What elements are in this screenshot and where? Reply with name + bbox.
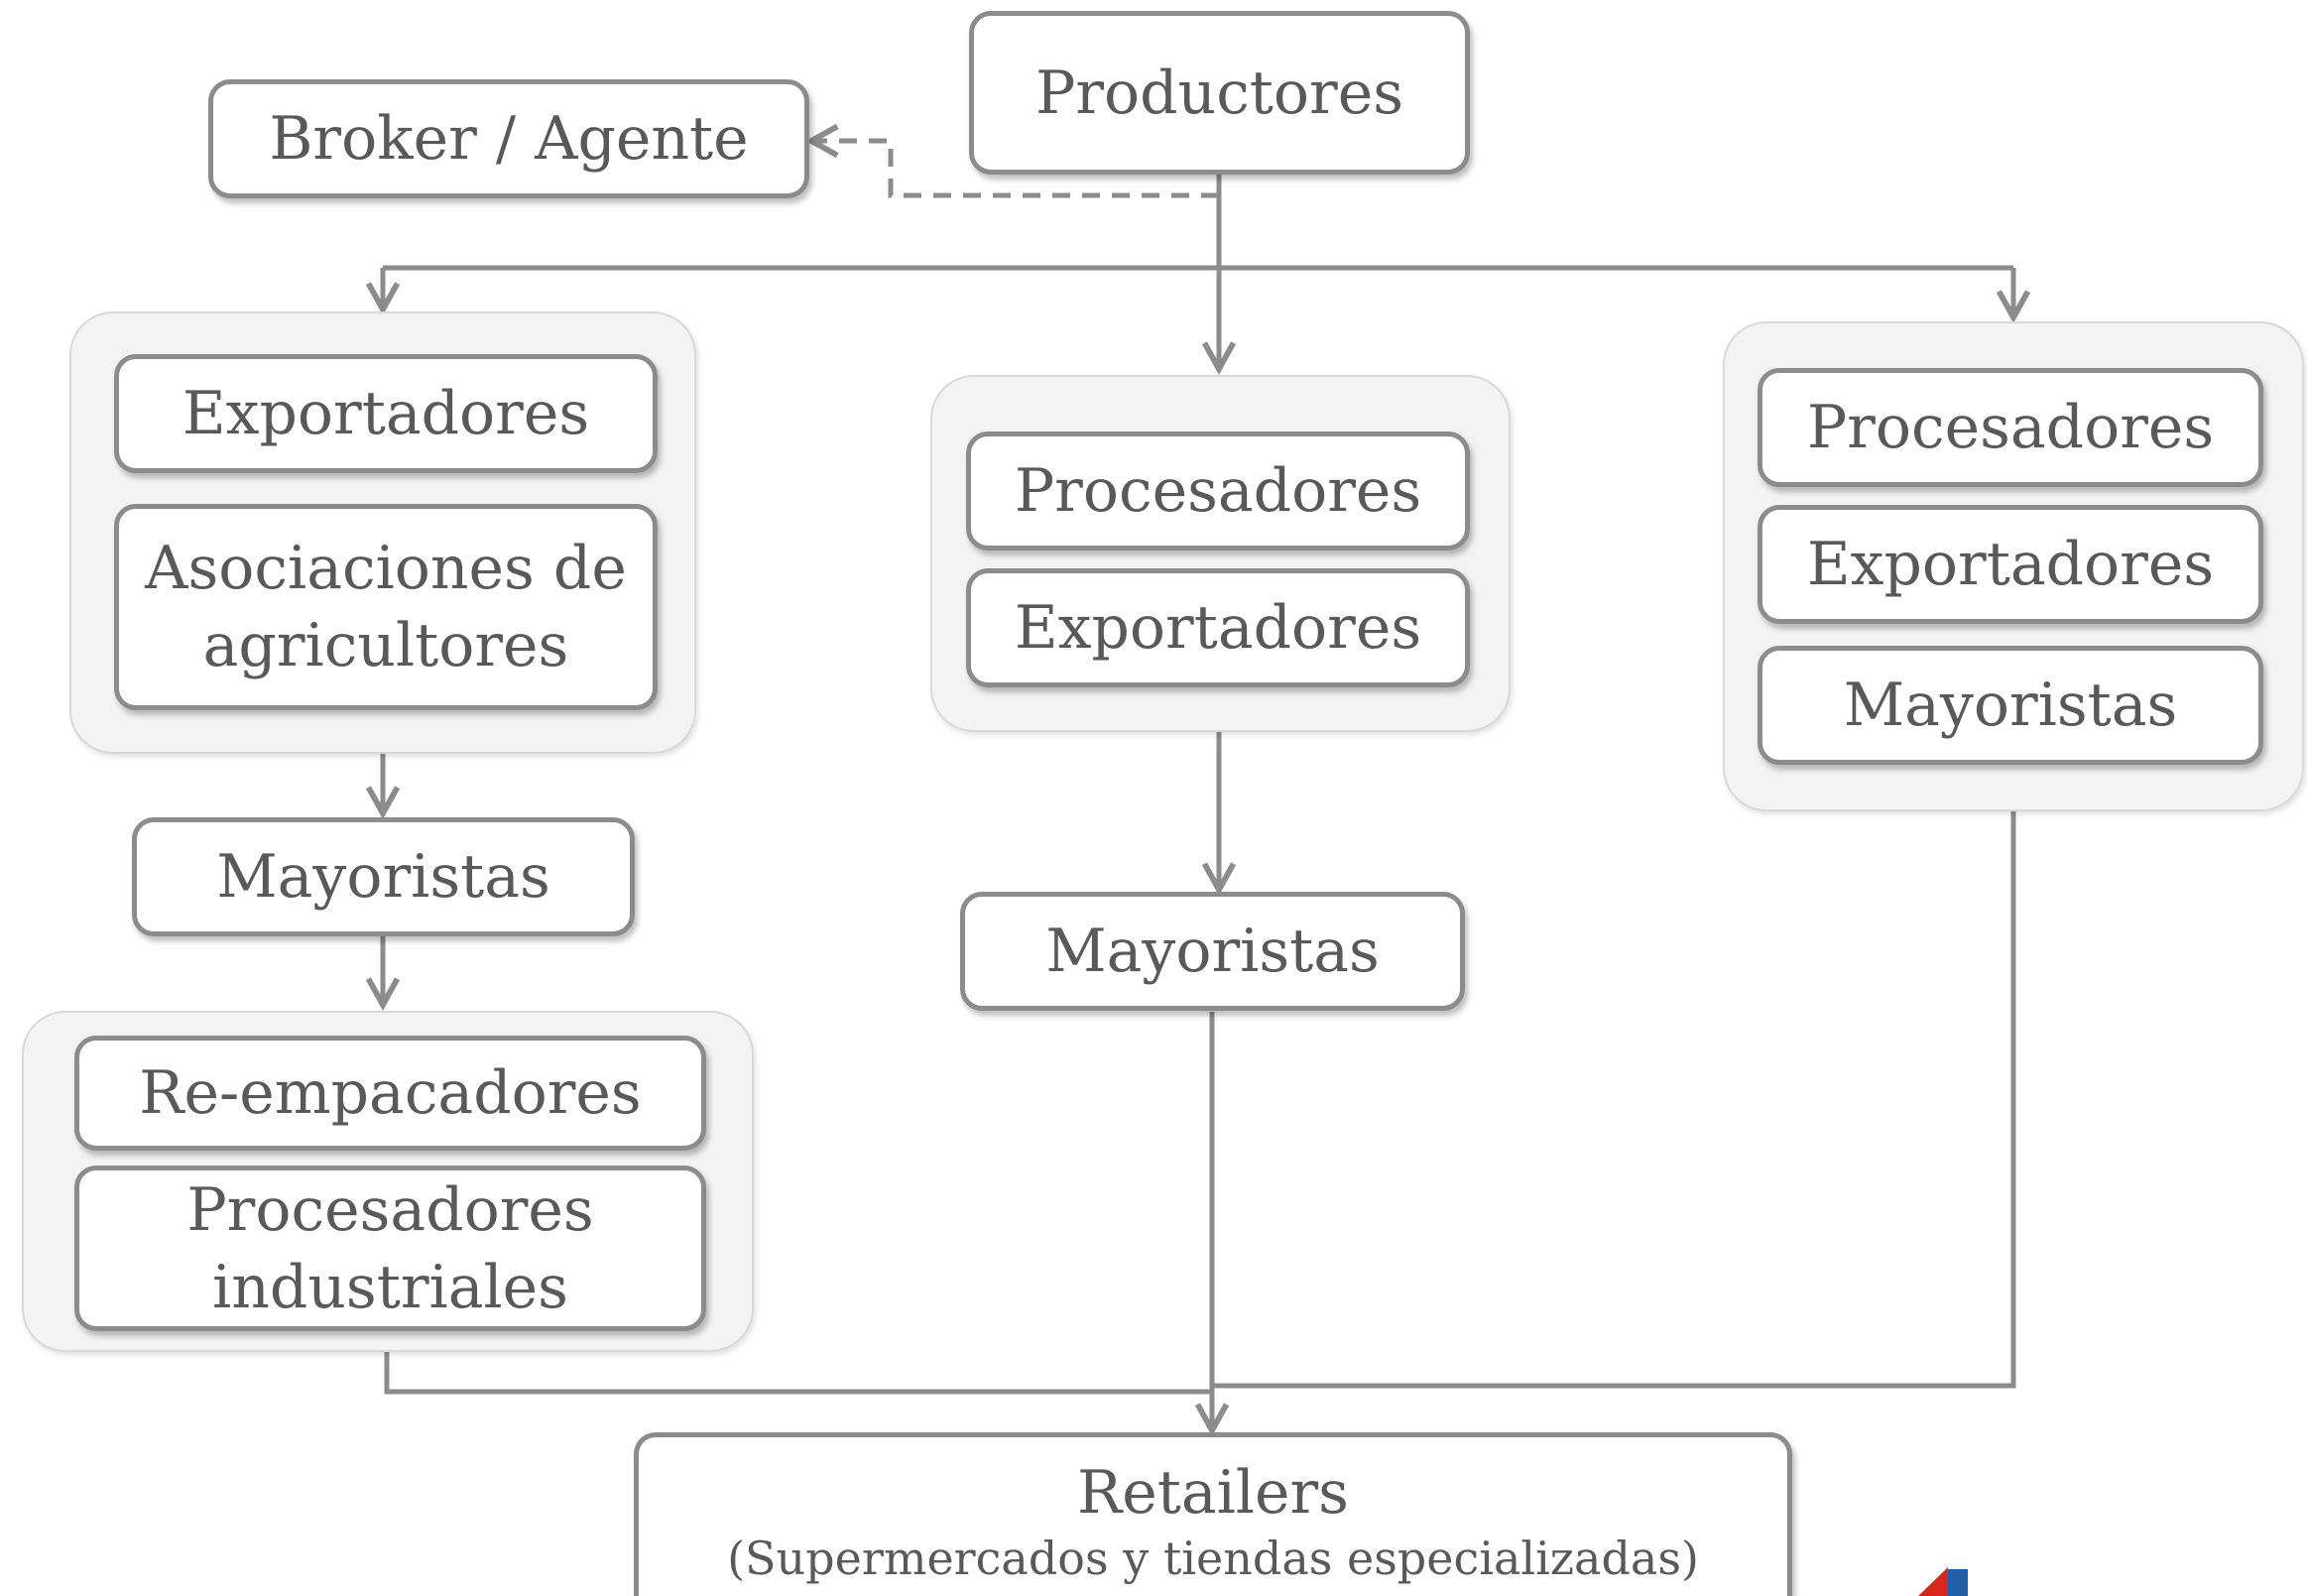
node-broker: Broker / Agente (208, 79, 809, 198)
node-left-asociaciones-line1: Asociaciones de (145, 534, 627, 603)
node-right-exportadores: Exportadores (1758, 505, 2263, 624)
connector-left-to-retailers (384, 1351, 1212, 1395)
node-left-asociaciones: Asociaciones de agricultores (114, 504, 658, 710)
partial-brand-logo-icon (1904, 1567, 1994, 1596)
node-right-mayoristas-label: Mayoristas (1843, 671, 2178, 740)
node-left-reempacadores: Re-empacadores (74, 1036, 706, 1151)
node-retailers-title: Retailers (1077, 1458, 1349, 1528)
node-right-exportadores-label: Exportadores (1806, 530, 2215, 599)
connector-dashed-to-broker (811, 141, 1219, 198)
node-mid-mayoristas: Mayoristas (960, 892, 1465, 1011)
node-right-mayoristas: Mayoristas (1758, 646, 2263, 765)
node-productores-label: Productores (1034, 58, 1404, 128)
node-left-asociaciones-line2: agricultores (202, 611, 569, 680)
node-left-procesadores-industriales-line2: industriales (212, 1252, 568, 1322)
node-broker-label: Broker / Agente (269, 104, 749, 174)
node-left-mayoristas-label: Mayoristas (216, 842, 550, 912)
node-left-reempacadores-label: Re-empacadores (139, 1058, 642, 1128)
node-left-procesadores-industriales-line1: Procesadores (186, 1174, 594, 1245)
node-mid-procesadores-label: Procesadores (1014, 456, 1422, 526)
node-left-exportadores: Exportadores (114, 354, 658, 473)
node-mid-mayoristas-label: Mayoristas (1045, 917, 1380, 986)
node-retailers-subtitle: (Supermercados y tiendas especializadas) (727, 1532, 1699, 1585)
node-productores: Productores (969, 11, 1470, 175)
node-right-procesadores-label: Procesadores (1806, 393, 2215, 462)
node-mid-exportadores: Exportadores (966, 568, 1470, 687)
node-mid-exportadores-label: Exportadores (1014, 593, 1422, 663)
node-mid-procesadores: Procesadores (966, 431, 1470, 551)
node-retailers: Retailers (Supermercados y tiendas espec… (634, 1432, 1792, 1596)
connector-right-to-retailers (1212, 811, 2016, 1389)
node-right-procesadores: Procesadores (1758, 368, 2263, 487)
node-left-mayoristas: Mayoristas (132, 817, 635, 936)
node-left-procesadores-industriales: Procesadores industriales (74, 1166, 706, 1331)
node-left-exportadores-label: Exportadores (182, 379, 590, 448)
